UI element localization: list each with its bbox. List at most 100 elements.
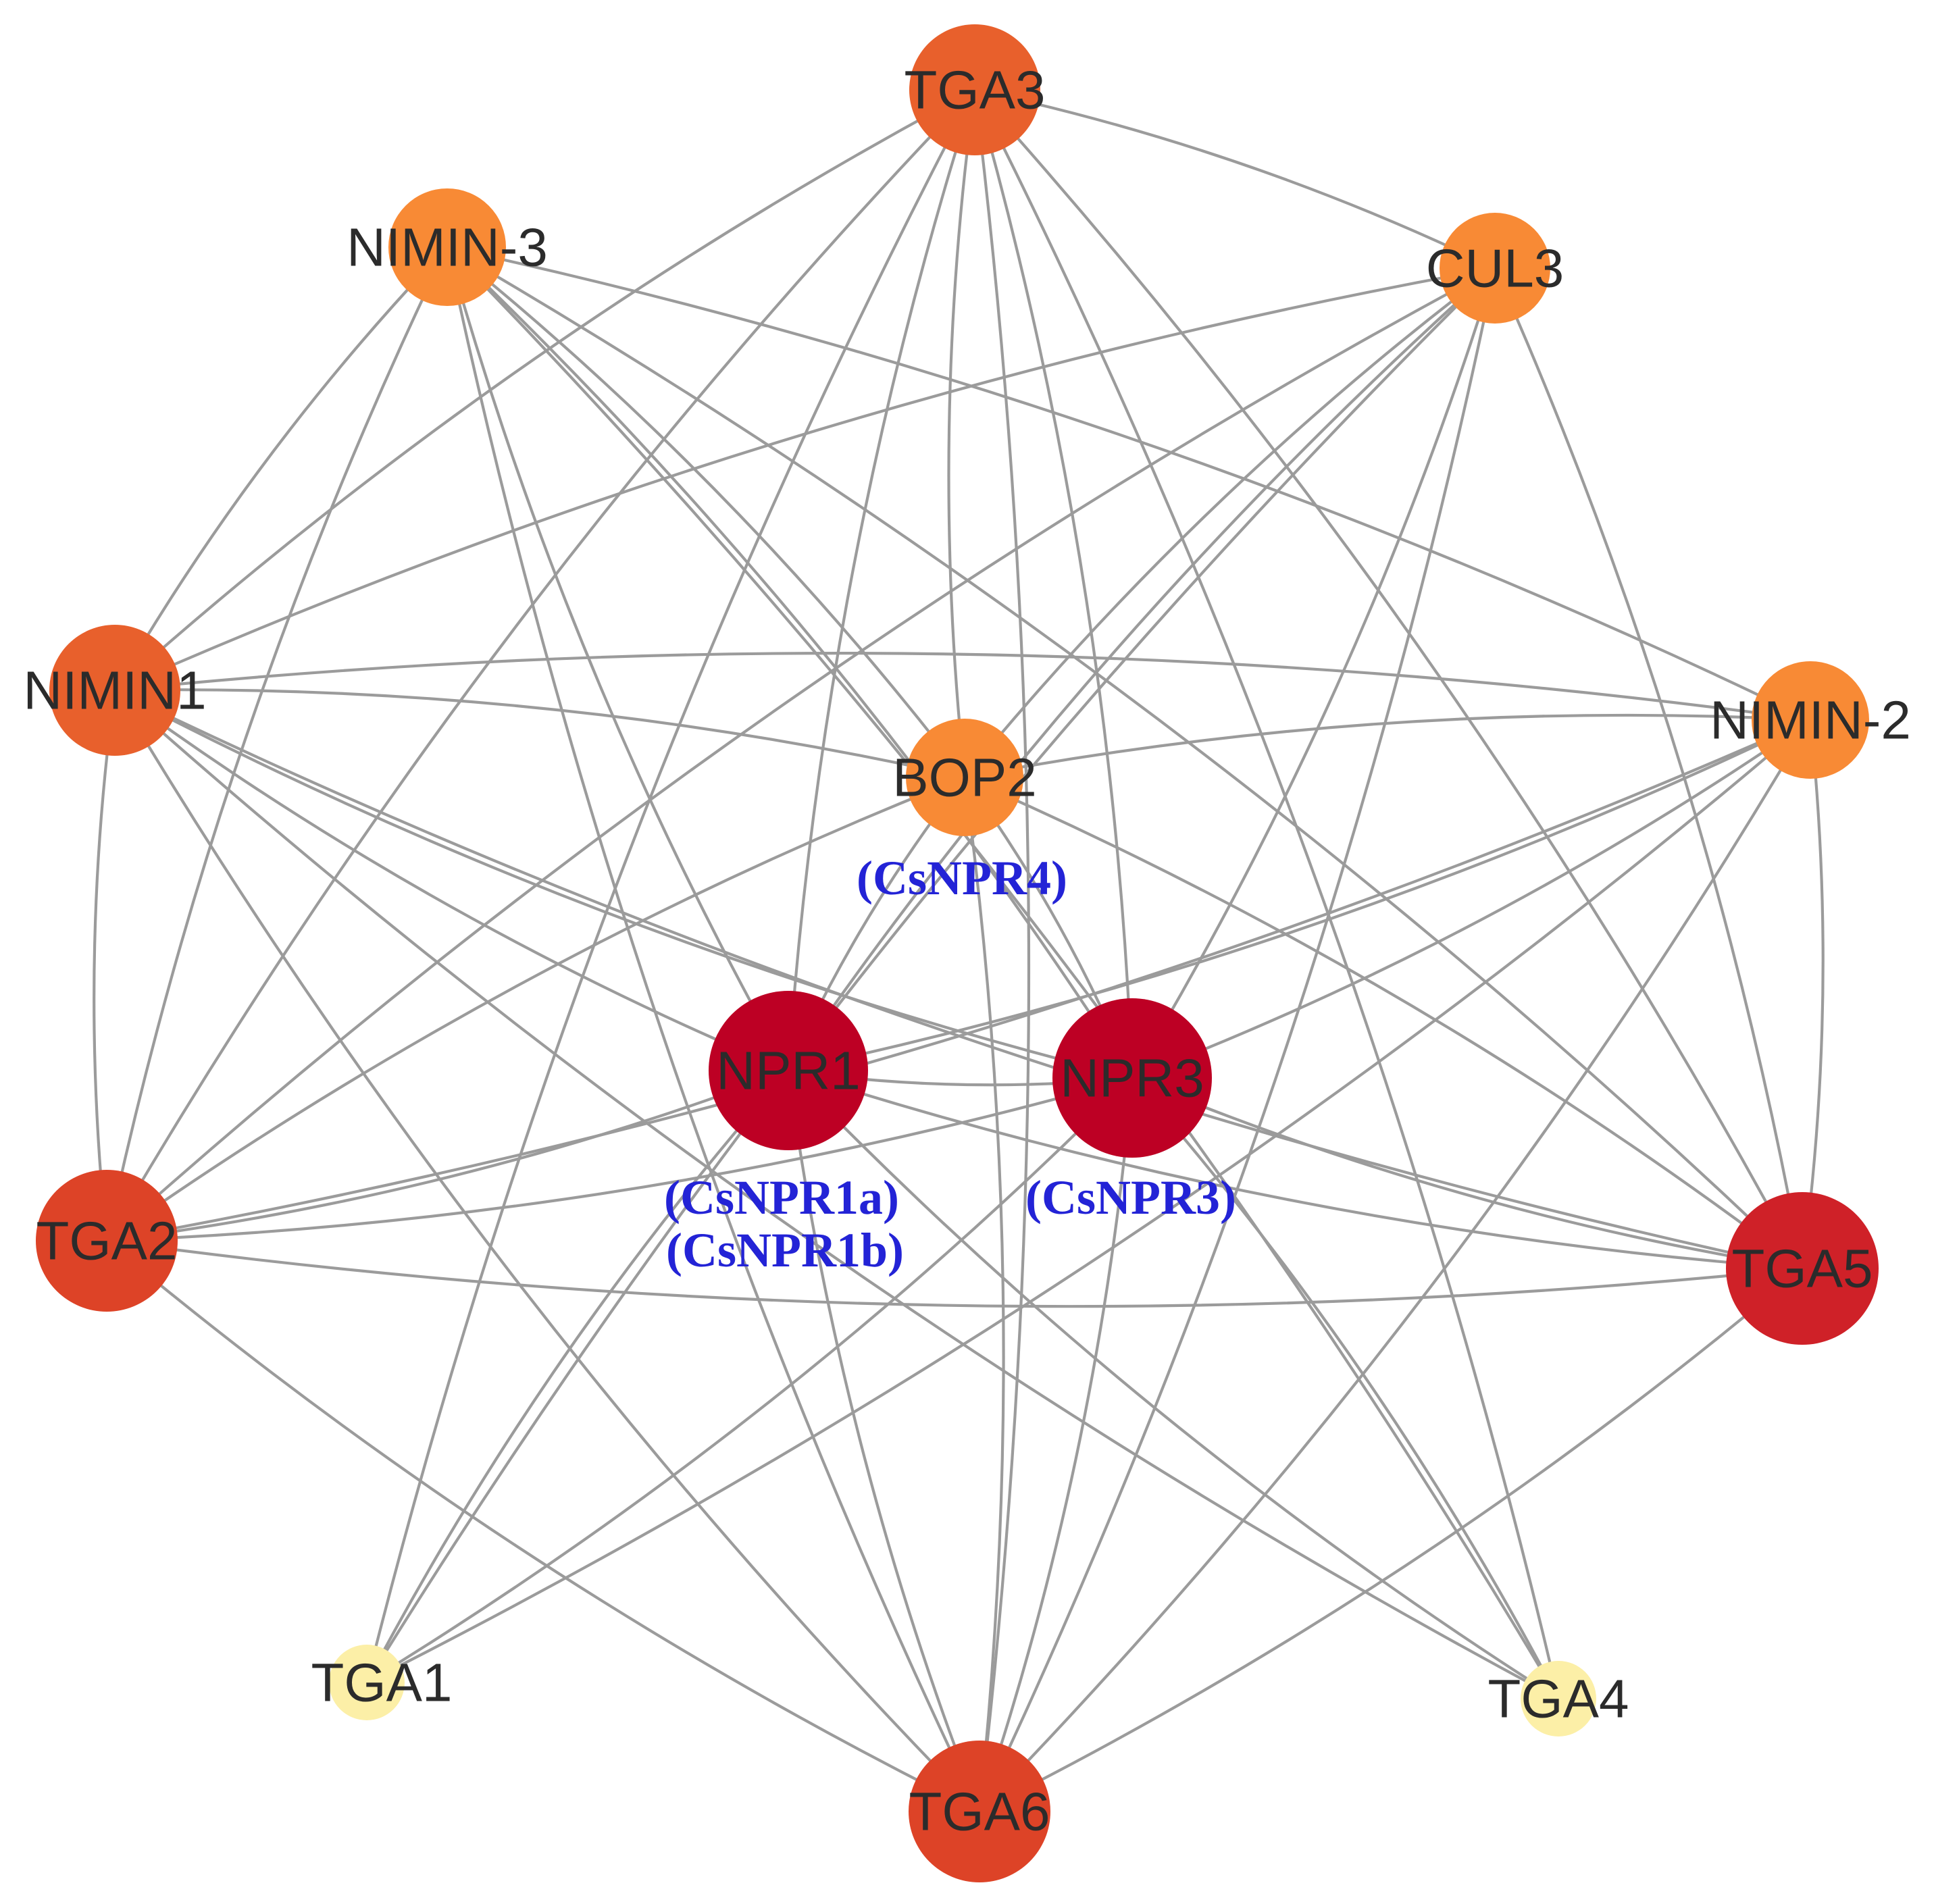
edge-npr1-tga4 [787, 1069, 1560, 1700]
node-label-nimin1: NIMIN1 [23, 661, 206, 721]
aliases-layer: (CsNPR4) (CsNPR1a)(CsNPR1b) (CsNPR3) [664, 851, 1236, 1277]
node-label-tga4: TGA4 [1488, 1669, 1629, 1729]
node-circle-tga3[interactable] [909, 24, 1040, 155]
node-circle-tga2[interactable] [36, 1170, 178, 1312]
edge-nimin1-tga2 [93, 690, 117, 1241]
node-tga1[interactable]: TGA1 [311, 1645, 453, 1720]
alias-label-npr1-2: (CsNPR1b) [666, 1223, 904, 1277]
edge-bop2-tga2 [105, 776, 965, 1242]
edge-tga2-tga5 [106, 1239, 1803, 1308]
node-circle-nimin-3[interactable] [388, 188, 506, 306]
node-label-tga6: TGA6 [909, 1782, 1050, 1842]
edge-nimin-3-tga2 [105, 247, 449, 1241]
node-cul3[interactable]: CUL3 [1426, 213, 1564, 324]
edge-nimin1-nimin-2 [114, 651, 1811, 722]
edge-nimin-2-bop2 [964, 713, 1811, 779]
edge-tga3-tga2 [105, 88, 976, 1242]
edge-bop2-tga6 [963, 777, 1005, 1812]
edge-tga3-npr1 [786, 89, 977, 1071]
alias-label-npr1-1: (CsNPR1a) [664, 1170, 899, 1225]
edge-nimin-2-npr3 [1131, 719, 1812, 1079]
edge-tga3-cul3 [974, 88, 1496, 269]
edge-bop2-tga5 [964, 776, 1804, 1270]
node-circle-tga1[interactable] [329, 1645, 405, 1720]
edge-nimin1-bop2 [114, 688, 965, 779]
node-tga4[interactable]: TGA4 [1488, 1661, 1629, 1736]
edge-nimin-3-tga4 [446, 246, 1560, 1700]
edge-cul3-npr1 [787, 267, 1496, 1072]
node-tga2[interactable]: TGA2 [36, 1170, 178, 1312]
node-label-tga3: TGA3 [905, 60, 1046, 120]
node-nimin-2[interactable]: NIMIN-2 [1710, 661, 1911, 779]
edge-nimin-2-tga5 [1800, 719, 1825, 1269]
node-tga5[interactable]: TGA5 [1726, 1192, 1879, 1345]
edge-tga3-tga5 [973, 88, 1804, 1269]
edge-cul3-tga5 [1494, 267, 1804, 1269]
edge-tga2-tga6 [105, 1239, 980, 1813]
node-circle-tga4[interactable] [1521, 1661, 1596, 1736]
edge-tga3-npr3 [973, 89, 1134, 1079]
node-circle-tga6[interactable] [909, 1741, 1050, 1882]
node-nimin1[interactable]: NIMIN1 [23, 625, 207, 756]
edge-npr3-tga5 [1131, 1077, 1803, 1270]
edge-npr3-tga6 [978, 1077, 1134, 1812]
edge-npr3-tga1 [365, 1077, 1134, 1684]
edge-nimin1-npr1 [113, 689, 789, 1072]
edge-tga5-tga6 [979, 1267, 1804, 1813]
edges-layer [93, 88, 1825, 1813]
edge-nimin-3-npr1 [445, 247, 790, 1072]
edge-cul3-bop2 [963, 267, 1496, 779]
edge-npr3-tga2 [106, 1076, 1133, 1243]
node-label-npr3: NPR3 [1060, 1048, 1204, 1108]
edge-npr1-tga1 [365, 1069, 790, 1683]
edge-cul3-tga6 [978, 267, 1497, 1812]
node-npr3[interactable]: NPR3 [1052, 998, 1212, 1158]
node-label-npr1: NPR1 [716, 1041, 860, 1101]
node-label-tga2: TGA2 [36, 1211, 178, 1271]
edge-nimin-2-npr1 [788, 719, 1811, 1073]
edge-tga3-tga4 [973, 89, 1560, 1699]
edge-nimin-3-nimin-2 [447, 245, 1811, 721]
edge-tga3-bop2 [947, 89, 977, 778]
node-label-bop2: BOP2 [892, 748, 1036, 808]
node-npr1[interactable]: NPR1 [709, 991, 868, 1150]
edge-nimin-2-tga2 [106, 719, 1811, 1243]
node-circle-cul3[interactable] [1440, 213, 1550, 324]
edge-tga3-nimin1 [113, 88, 975, 692]
edge-tga3-tga1 [365, 89, 976, 1683]
node-circle-nimin-2[interactable] [1752, 661, 1869, 779]
node-circle-nimin1[interactable] [49, 625, 180, 756]
edge-nimin1-tga4 [113, 689, 1559, 1700]
node-label-nimin-2: NIMIN-2 [1710, 690, 1911, 750]
node-circle-npr3[interactable] [1052, 998, 1212, 1158]
edge-tga3-tga6 [973, 89, 1031, 1812]
alias-label-npr3-3: (CsNPR3) [1025, 1170, 1236, 1225]
node-circle-tga5[interactable] [1726, 1192, 1879, 1345]
alias-label-bop2-0: (CsNPR4) [857, 851, 1067, 905]
node-tga3[interactable]: TGA3 [905, 24, 1046, 155]
node-label-cul3: CUL3 [1426, 238, 1564, 299]
node-tga6[interactable]: TGA6 [909, 1741, 1050, 1882]
node-circle-bop2[interactable] [906, 719, 1023, 836]
edge-nimin-3-tga5 [446, 246, 1804, 1270]
edge-nimin-3-npr3 [446, 246, 1134, 1079]
edge-cul3-tga1 [365, 267, 1496, 1684]
node-nimin-3[interactable]: NIMIN-3 [347, 188, 548, 306]
node-label-tga5: TGA5 [1732, 1239, 1873, 1299]
edge-npr1-tga2 [106, 1069, 789, 1243]
node-label-tga1: TGA1 [311, 1653, 453, 1713]
edge-nimin-3-tga6 [445, 247, 981, 1812]
edge-nimin-3-nimin1 [113, 246, 449, 692]
node-circle-npr1[interactable] [709, 991, 868, 1150]
edge-nimin-2-tga1 [366, 719, 1812, 1684]
edge-cul3-npr3 [1131, 267, 1497, 1079]
edge-cul3-nimin1 [114, 266, 1496, 692]
edge-npr1-tga5 [788, 1069, 1803, 1270]
edge-npr1-tga6 [786, 1070, 981, 1812]
node-bop2[interactable]: BOP2 [892, 719, 1037, 836]
edge-nimin1-npr3 [114, 689, 1133, 1080]
edge-nimin-3-bop2 [446, 246, 966, 779]
edge-nimin1-tga5 [114, 689, 1803, 1270]
edge-nimin1-tga6 [113, 689, 981, 1813]
